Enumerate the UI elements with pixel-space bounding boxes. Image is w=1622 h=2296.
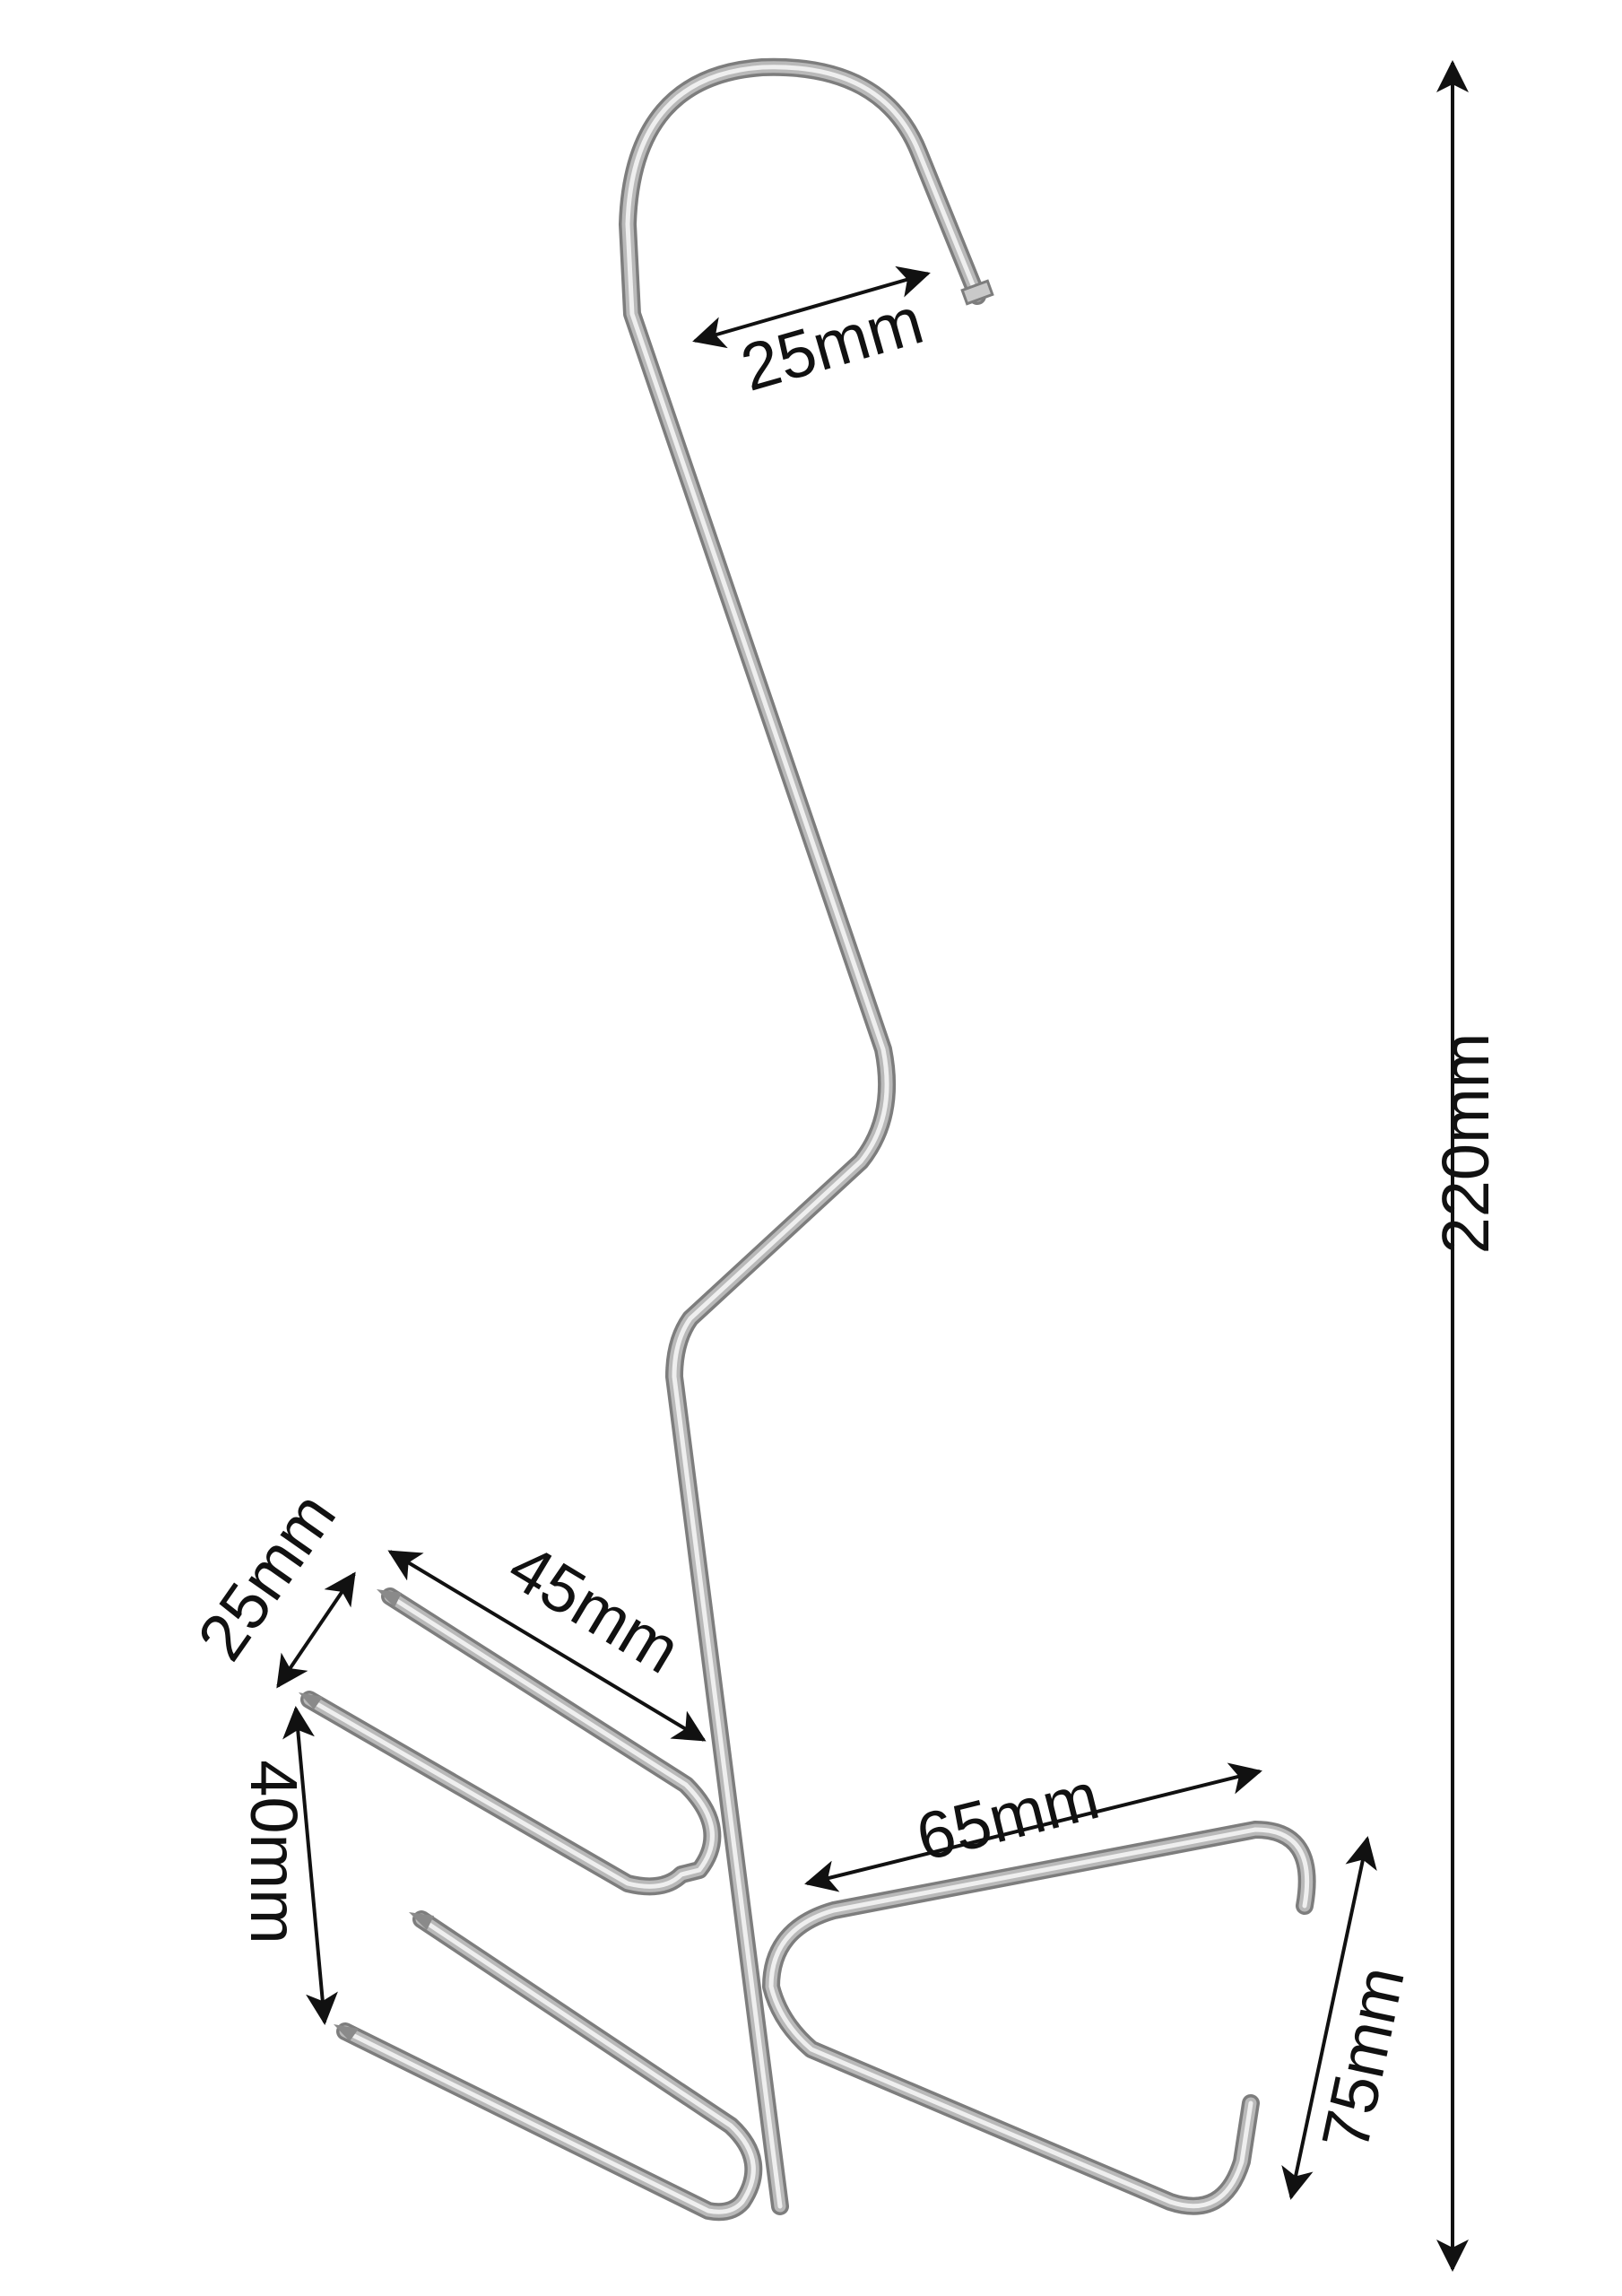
prong-spacing-arrow <box>276 1571 356 1689</box>
lower-prong-pair <box>334 1910 763 2222</box>
prong-length-arrow <box>387 1550 707 1742</box>
prong-length-label: 45mm <box>497 1529 693 1688</box>
prong-point <box>334 2024 359 2041</box>
side-hook-height-label: 75mm <box>1307 1961 1418 2156</box>
prong-gap-label: 40mm <box>237 1760 311 1944</box>
prong-gap-arrow <box>282 1706 338 2025</box>
meat-hook <box>299 57 1316 2222</box>
main-shaft <box>619 57 994 2215</box>
side-hook-height-arrow <box>1281 1836 1377 2200</box>
upper-prong-pair <box>299 1587 722 1896</box>
side-hook-length-arrow <box>804 1762 1262 1892</box>
hook-opening-arrow <box>692 265 931 349</box>
prong-spacing-label: 25mm <box>183 1479 350 1673</box>
prong-point <box>409 1912 434 1930</box>
hook-tip-end <box>960 279 994 306</box>
prong-point <box>299 1692 323 1709</box>
dimension-annotations <box>276 60 1469 2272</box>
total-height-label: 220mm <box>1428 1033 1503 1255</box>
side-hook <box>762 1821 1316 2215</box>
